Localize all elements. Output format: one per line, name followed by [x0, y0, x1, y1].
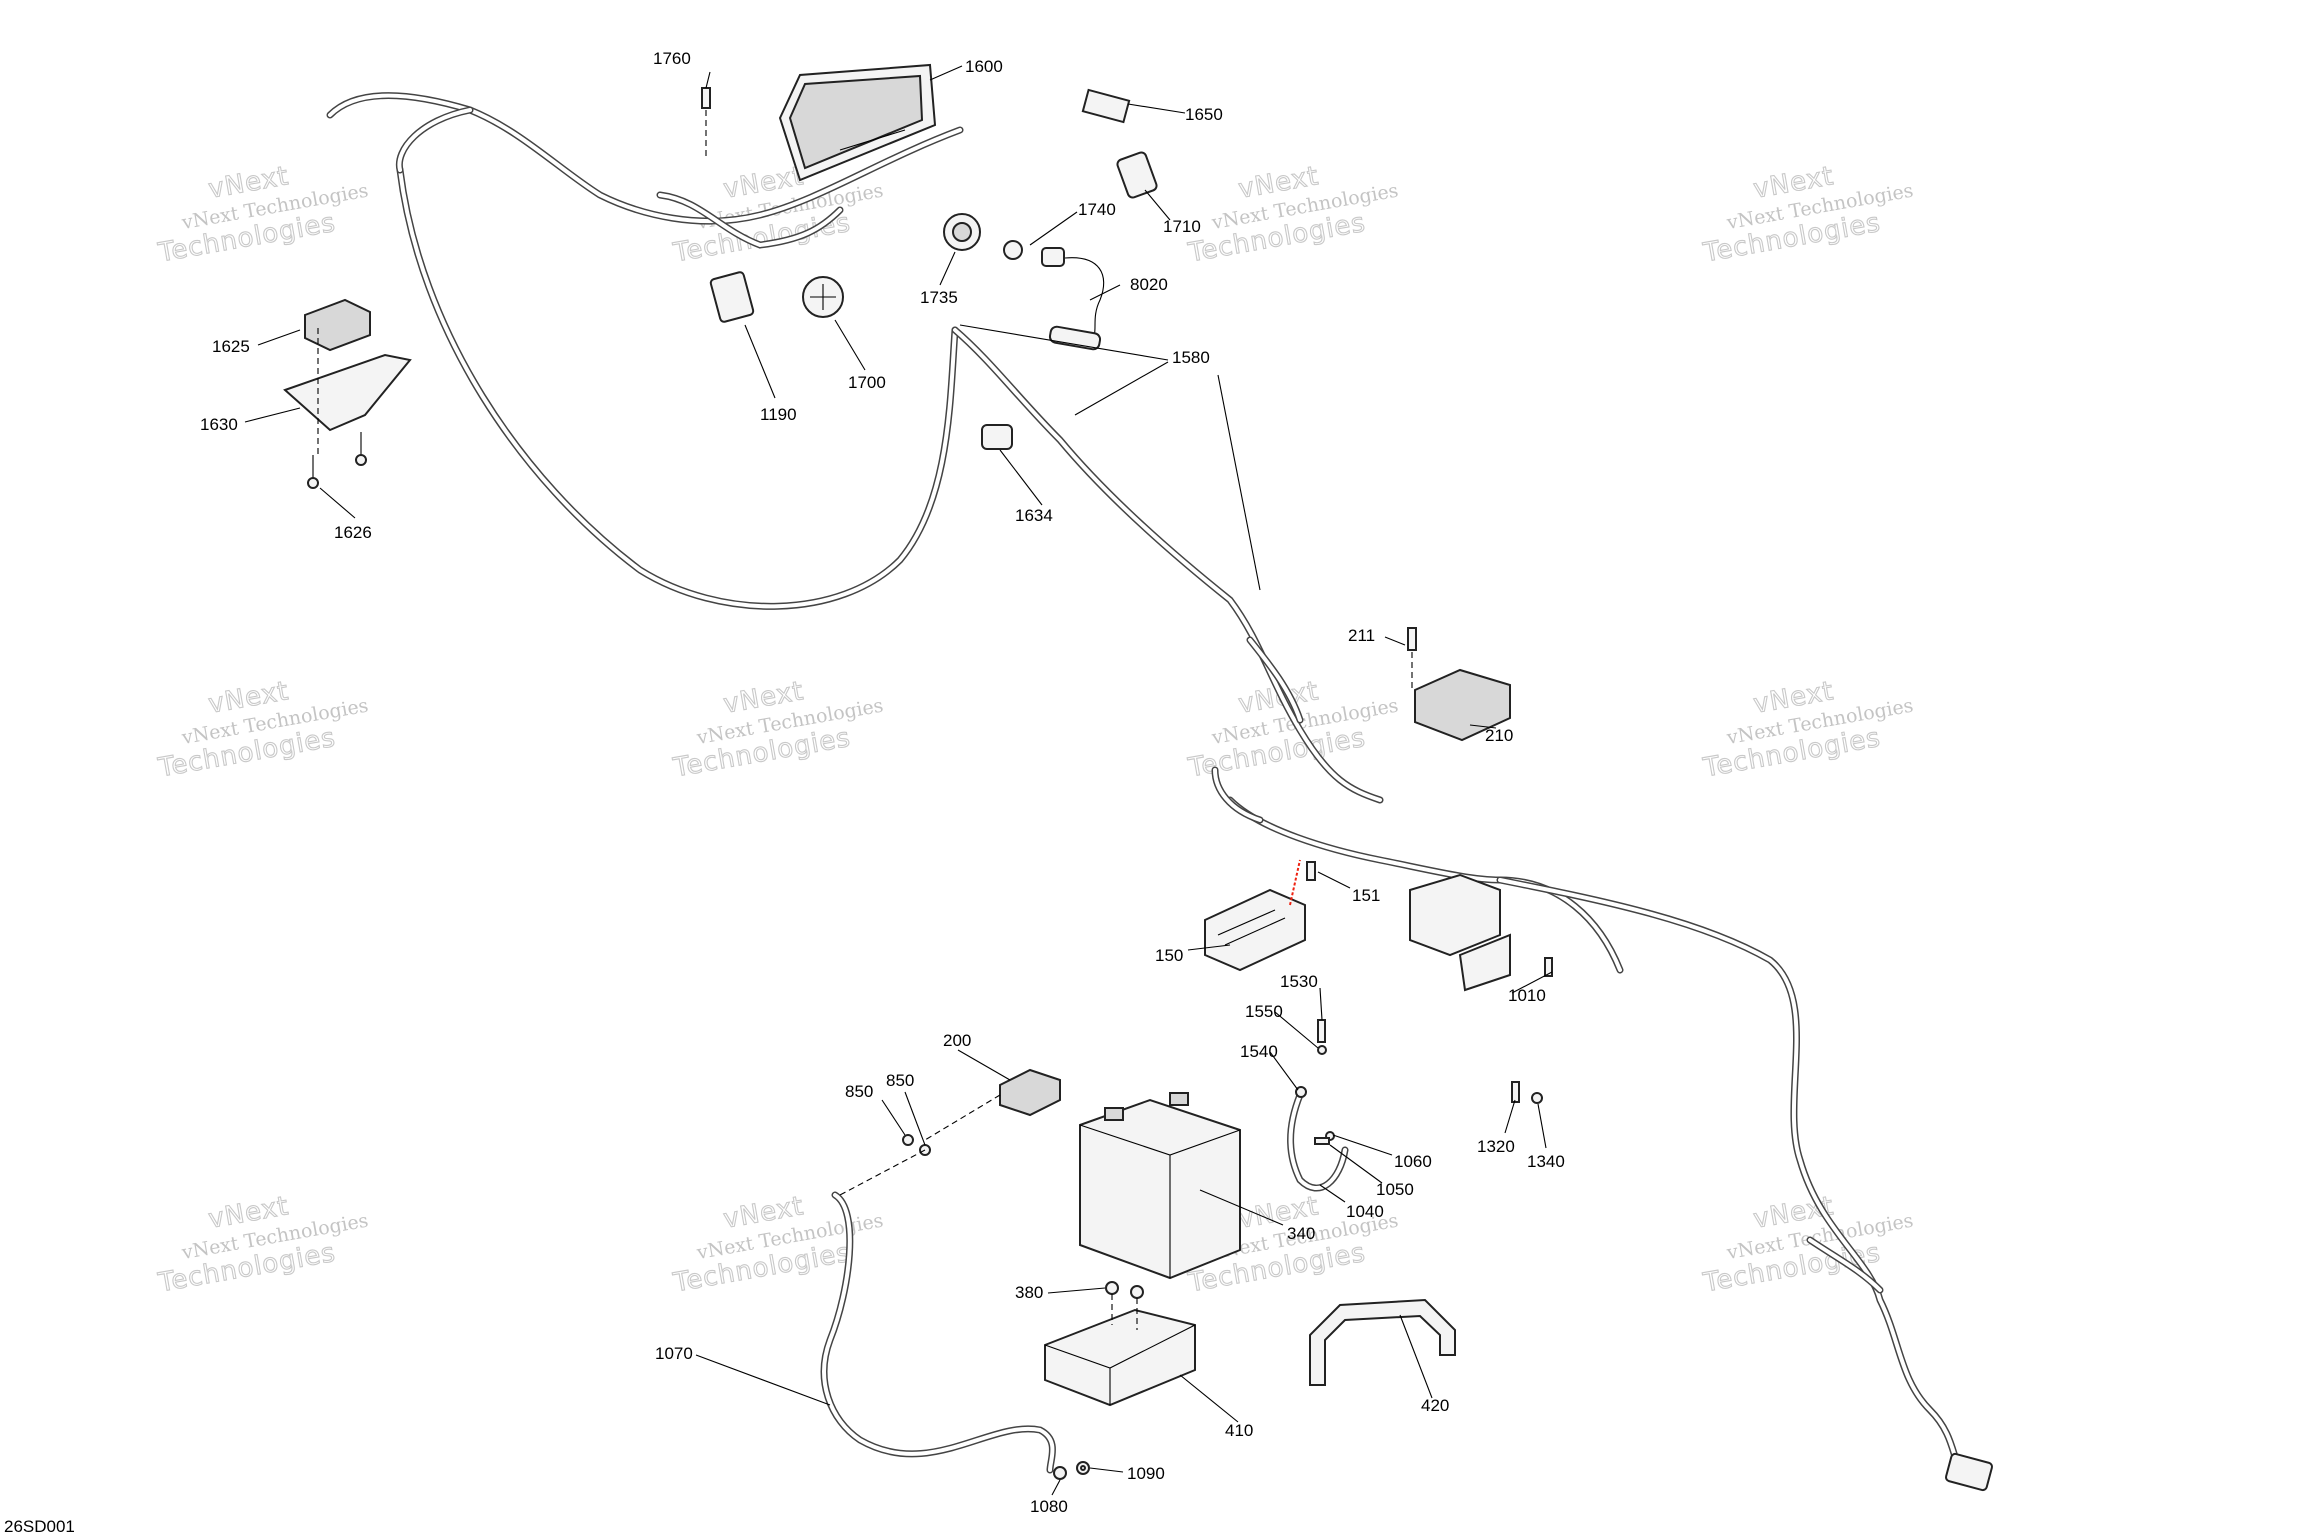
- callout-label: 1340: [1527, 1152, 1565, 1171]
- power-socket-1700: [802, 276, 844, 318]
- screws-380: [1105, 1281, 1144, 1330]
- callout-label: 1090: [1127, 1464, 1165, 1483]
- callout-label: 1735: [920, 288, 958, 307]
- nut-1080: [1053, 1466, 1067, 1480]
- battery-strap: [1309, 1298, 1456, 1386]
- battery: [1079, 1092, 1241, 1280]
- callout-label: 1625: [212, 337, 250, 356]
- callout-label: 1060: [1394, 1152, 1432, 1171]
- callout-label: 1040: [1346, 1202, 1384, 1221]
- hardware-1320: [1511, 1081, 1543, 1104]
- leader-lines: [244, 65, 1553, 1496]
- screw-211: [1407, 627, 1417, 690]
- callout-label: 410: [1225, 1421, 1253, 1440]
- callout-label: 1600: [965, 57, 1003, 76]
- callout-label: 1760: [653, 49, 691, 68]
- callout-label: 1530: [1280, 972, 1318, 991]
- nuts-850: [839, 1134, 931, 1196]
- callout-label: 1080: [1030, 1497, 1068, 1516]
- screw-151: [1306, 861, 1316, 881]
- ignition-switch: [943, 213, 981, 251]
- connector-1634: [981, 424, 1013, 450]
- bracket-1630: [283, 353, 412, 432]
- callout-label: 1626: [334, 523, 372, 542]
- callout-label: 1550: [1245, 1002, 1283, 1021]
- callout-label: 1320: [1477, 1137, 1515, 1156]
- callout-label: 1070: [655, 1344, 693, 1363]
- wire-harness-middle: [951, 326, 1384, 804]
- callout-label: 850: [886, 1071, 914, 1090]
- callout-label: 150: [1155, 946, 1183, 965]
- callout-label: 380: [1015, 1283, 1043, 1302]
- screw-1760: [701, 87, 711, 160]
- voltage-regulator: [1204, 859, 1306, 972]
- callout-label: 1634: [1015, 506, 1053, 525]
- screws-1626: [307, 328, 367, 489]
- callout-labels: 1760 1600 1650 1740 1710 8020 1735 1625 …: [200, 49, 1565, 1516]
- callout-label: 1050: [1376, 1180, 1414, 1199]
- wire-harness-lower: [1211, 766, 1974, 1484]
- wire-harness-upper: [326, 92, 964, 610]
- connector-1710: [1116, 151, 1158, 199]
- module-210: [1414, 668, 1511, 742]
- callout-label: 8020: [1130, 275, 1168, 294]
- callout-label: 1650: [1185, 105, 1223, 124]
- callout-label: 211: [1348, 626, 1375, 645]
- starter-solenoid: [924, 1068, 1061, 1141]
- dess-key: [1003, 240, 1105, 351]
- callout-label: 340: [1287, 1224, 1315, 1243]
- callout-label: 210: [1485, 726, 1513, 745]
- callout-label: 1190: [760, 405, 797, 424]
- callout-label: 1010: [1508, 986, 1546, 1005]
- battery-cable: [820, 1191, 1056, 1474]
- callout-label: 200: [943, 1031, 971, 1050]
- callout-label: 151: [1352, 886, 1380, 905]
- hardware-1060: [1314, 1131, 1335, 1145]
- callout-label: 1740: [1078, 200, 1116, 219]
- module-1625: [304, 298, 371, 352]
- callout-label: 1540: [1240, 1042, 1278, 1061]
- callout-label: 1580: [1172, 348, 1210, 367]
- harness-end-connector: [1944, 1452, 1994, 1492]
- callout-label: 850: [845, 1082, 873, 1101]
- hardware-1530: [1295, 1019, 1327, 1098]
- connector-1650: [1081, 88, 1131, 124]
- ground-cable: [1287, 1091, 1349, 1192]
- callout-label: 1710: [1163, 217, 1201, 236]
- connector-1190: [709, 271, 755, 323]
- callout-label: 1700: [848, 373, 886, 392]
- screw-1010: [1544, 957, 1553, 977]
- callout-label: 1630: [200, 415, 238, 434]
- fuse-box: [1409, 873, 1511, 992]
- instrument-cluster: [778, 63, 937, 182]
- washer-1090: [1076, 1461, 1090, 1475]
- diagram-code: 26SD001: [4, 1517, 75, 1536]
- battery-tray: [1044, 1308, 1196, 1407]
- callout-label: 420: [1421, 1396, 1449, 1415]
